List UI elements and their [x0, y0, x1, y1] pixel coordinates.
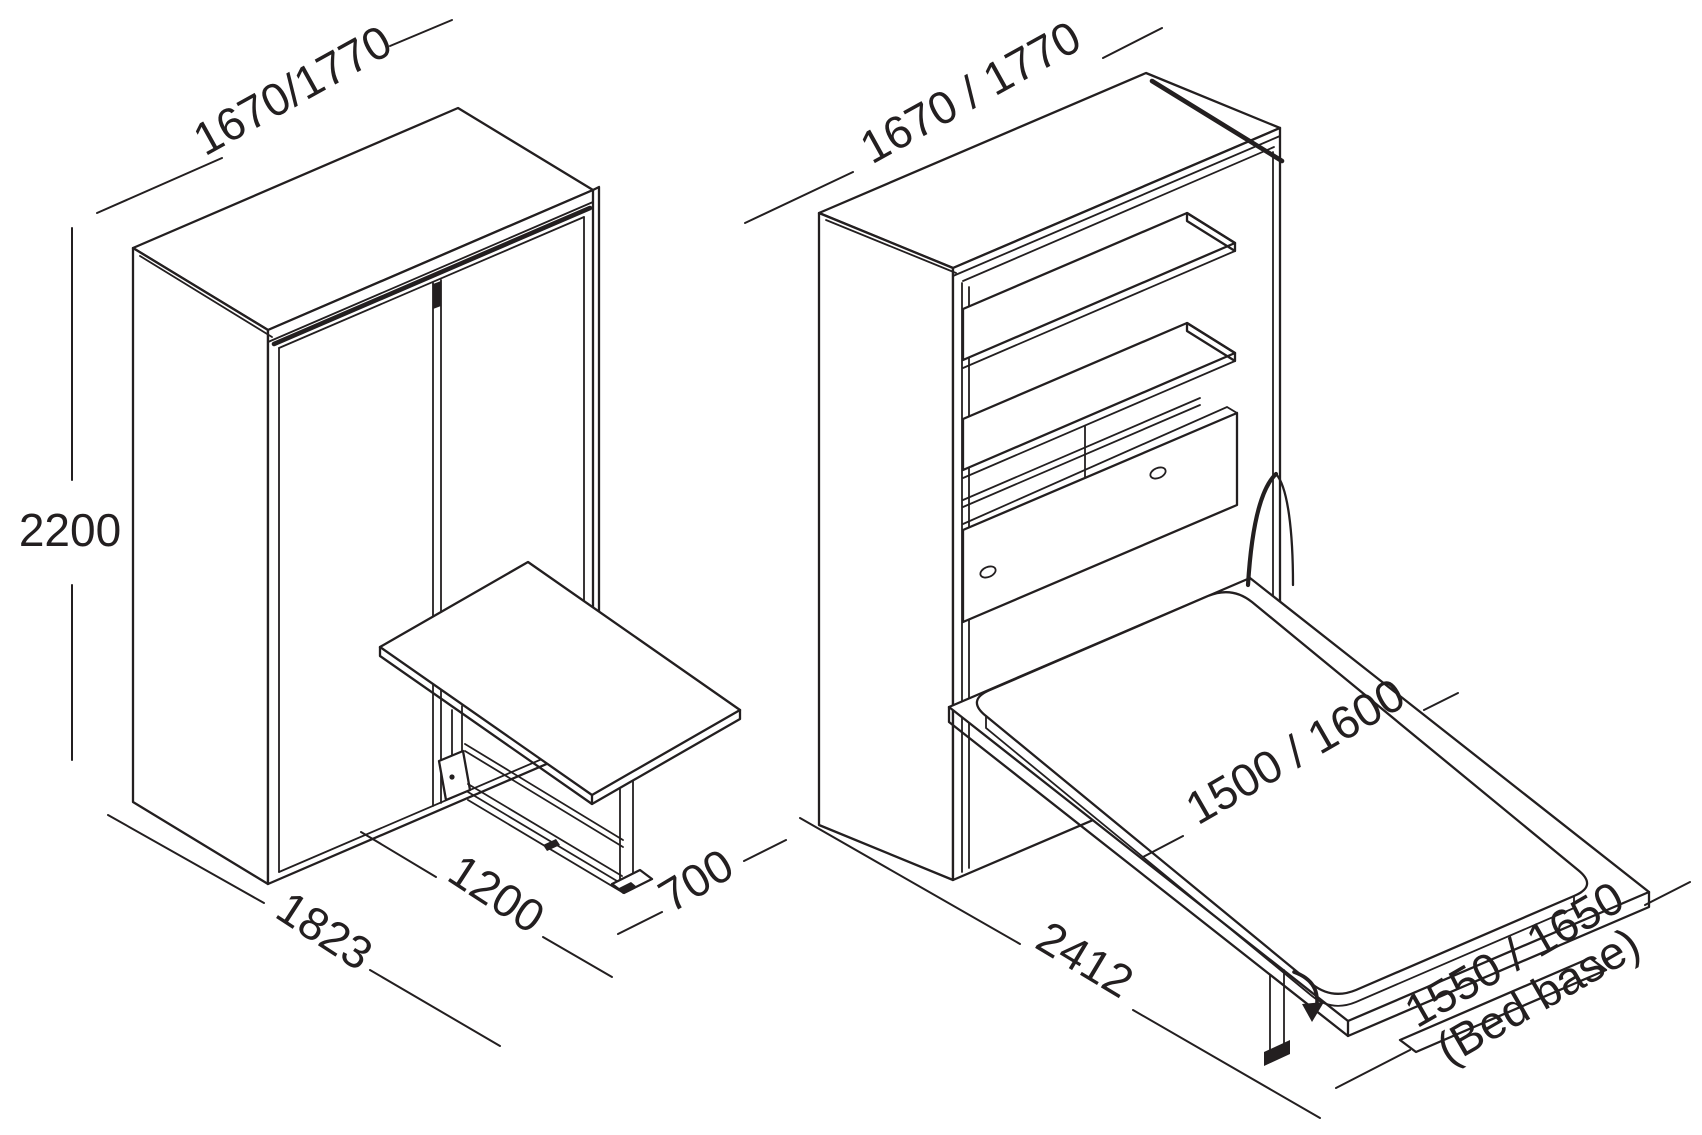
open-top-edge-accent [1149, 78, 1285, 164]
top-edge-accent [271, 205, 593, 347]
bed-base-board [1398, 956, 1608, 1054]
shelves [961, 211, 1237, 479]
closed-height-label: 2200 [19, 504, 121, 556]
fold-down-bed [947, 471, 1651, 1066]
door-gap-shadow [433, 281, 441, 309]
storage-compartment [961, 397, 1239, 624]
desk-rail-fitting [543, 839, 560, 851]
open-cabinet-left-face [817, 211, 955, 882]
desk-bracket [437, 749, 472, 802]
cabinet-closed [131, 106, 601, 886]
compartment-front-panel [961, 411, 1239, 624]
open-floor-depth-label: 2412 [1028, 911, 1143, 1008]
closed-floor-depth-label: 1823 [268, 881, 382, 980]
cabinet-left-face [131, 246, 270, 886]
bed-leg [1264, 969, 1290, 1066]
panel-hole-right [1149, 466, 1167, 480]
fold-arrow-icon [1292, 970, 1324, 1022]
closed-width-label: 1670/1770 [185, 15, 400, 166]
fold-out-desk [378, 560, 742, 895]
panel-hole-left [979, 565, 997, 579]
open-unit-drawing: 1670 / 1770 2412 1500 / 1600 1550 / 1650… [744, 10, 1691, 1119]
desk-depth-label: 700 [649, 838, 742, 922]
closed-unit-drawing: 1670/1770 2200 1823 1200 700 [19, 15, 787, 1047]
desk-length-label: 1200 [440, 844, 554, 943]
folded-desk-leg [1245, 471, 1295, 588]
